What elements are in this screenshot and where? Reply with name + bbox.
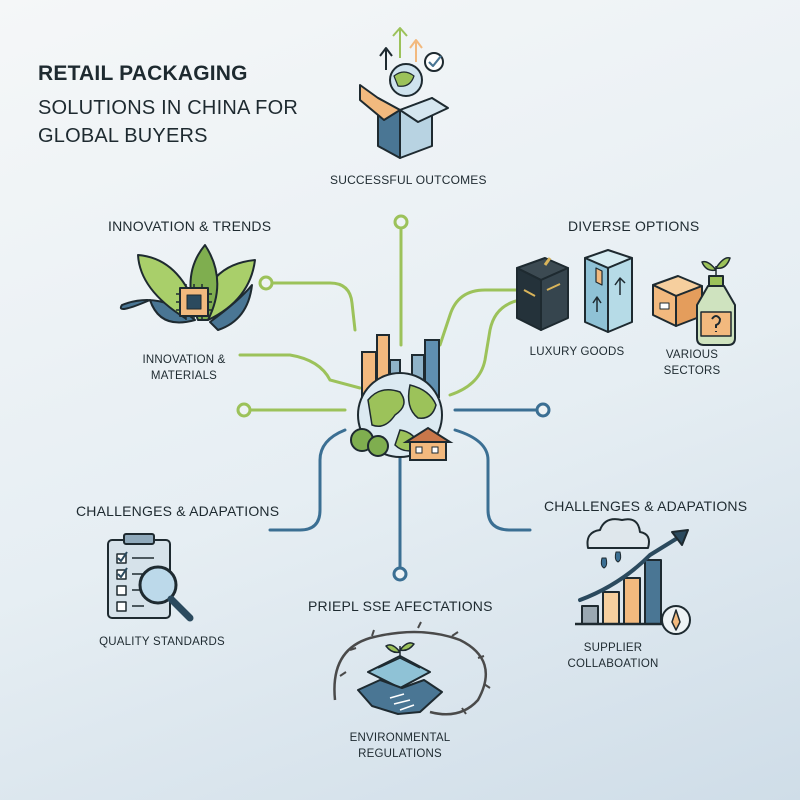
node-bottom bbox=[392, 566, 408, 582]
connector-lines bbox=[238, 220, 542, 574]
node-innovation bbox=[258, 275, 274, 291]
leaf-chip-icon bbox=[119, 244, 256, 331]
central-globe-icon bbox=[350, 334, 454, 461]
node-top bbox=[393, 214, 409, 230]
luxury-box-icon bbox=[516, 249, 633, 333]
label-innovation-trends: INNOVATION & TRENDS bbox=[108, 218, 272, 234]
label-quality-standards: QUALITY STANDARDS bbox=[99, 636, 225, 648]
line-diverse bbox=[438, 288, 532, 347]
label-challenges-right: CHALLENGES & ADAPATIONS bbox=[544, 498, 748, 514]
line-challenges-right bbox=[453, 428, 532, 532]
clipboard-magnifier-icon bbox=[107, 533, 194, 622]
label-luxury-goods: LUXURY GOODS bbox=[529, 346, 625, 358]
line-challenges-left bbox=[268, 428, 347, 532]
handshake-vine-icon bbox=[333, 621, 491, 716]
line-materials bbox=[238, 353, 362, 390]
label-various-sectors: VARIOUS SECTORS bbox=[663, 349, 721, 377]
title-line-2: SOLUTIONS IN CHINA FOR GLOBAL BUYERS bbox=[38, 97, 298, 147]
node-left-mid bbox=[236, 402, 252, 418]
node-right-mid bbox=[535, 402, 551, 418]
label-environmental-regulations: ENVIRONMENTAL REGULATIONS bbox=[349, 732, 451, 760]
growth-chart-cloud-icon bbox=[575, 518, 691, 635]
label-supplier-collaboration: SUPPLIER COLLABOATION bbox=[567, 642, 659, 670]
line-innovation bbox=[266, 281, 357, 332]
line-luxury bbox=[448, 298, 522, 397]
label-challenges-left: CHALLENGES & ADAPATIONS bbox=[76, 503, 280, 519]
label-successful-outcomes: SUCCESSFUL OUTCOMES bbox=[330, 173, 487, 187]
sectors-box-bottle-icon bbox=[652, 256, 736, 346]
title-line-1: RETAIL PACKAGING bbox=[38, 62, 248, 85]
label-priepl-afectations: PRIEPL SSE AFECTATIONS bbox=[308, 598, 493, 614]
open-box-icon bbox=[359, 27, 449, 159]
label-diverse-options: DIVERSE OPTIONS bbox=[568, 218, 700, 234]
label-innovation-materials: INNOVATION & MATERIALS bbox=[142, 354, 226, 382]
